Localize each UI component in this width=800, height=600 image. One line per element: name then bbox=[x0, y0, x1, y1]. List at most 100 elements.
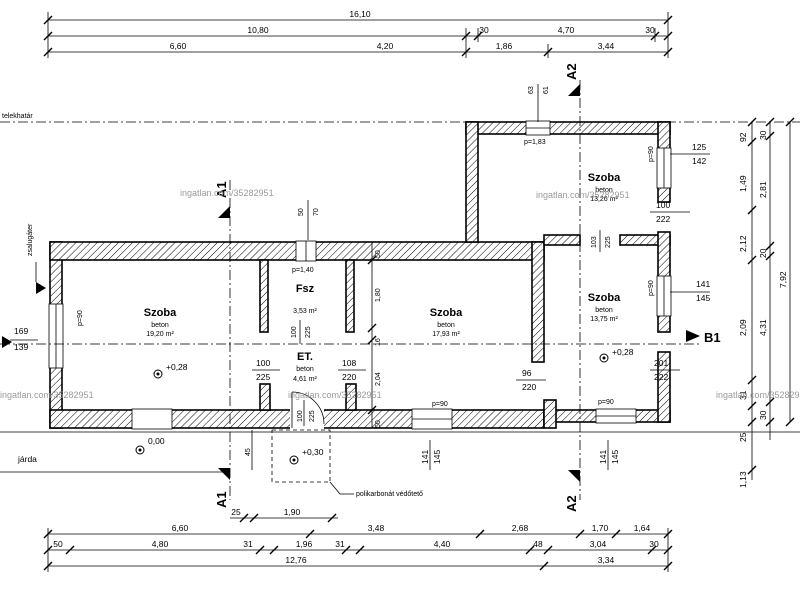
dim-bottom: 4,40 bbox=[434, 539, 451, 549]
inner-dim: 2,04 bbox=[375, 372, 382, 386]
dim-top: 3,44 bbox=[598, 41, 615, 51]
room-area: 19,20 m² bbox=[146, 331, 174, 338]
dim-right: 2,12 bbox=[738, 235, 748, 252]
section-arrow-icon bbox=[568, 84, 580, 96]
dim-bottom: 3,04 bbox=[590, 539, 607, 549]
dim-right: 92 bbox=[738, 132, 748, 142]
dim-bottom: 3,48 bbox=[368, 523, 385, 533]
dim-bottom: 1,90 bbox=[284, 507, 301, 517]
room-labels: Szoba beton 19,20 m² Fsz 3,53 m² Szoba b… bbox=[144, 172, 621, 383]
section-arrow-icon bbox=[2, 336, 12, 348]
level-value: 0,00 bbox=[148, 436, 165, 446]
bottom-dimensions: 25 1,90 6,60 3,48 2,68 1,70 1,64 50 4,80… bbox=[43, 507, 673, 572]
level-icon bbox=[153, 369, 163, 379]
opening-label: 100 bbox=[297, 410, 304, 422]
room-area: 13,75 m² bbox=[590, 316, 618, 323]
dim-right: 2,09 bbox=[738, 319, 748, 336]
room-area: 13,26 m² bbox=[590, 196, 618, 203]
level-icon bbox=[135, 445, 145, 455]
dim-bottom: 30 bbox=[649, 539, 659, 549]
level-value: +0,30 bbox=[302, 447, 324, 457]
sidewalk-label: járda bbox=[17, 454, 37, 464]
watermark-text: ingatlan.com/35282951 bbox=[0, 390, 94, 400]
opening-label: 96 bbox=[522, 368, 532, 378]
room-area: 3,53 m² bbox=[293, 308, 317, 315]
dim-bottom: 25 bbox=[231, 507, 241, 517]
dim-right: 7,92 bbox=[778, 271, 788, 288]
right-dimensions: 92 1,49 2,12 2,09 31 25 1,13 30 2,81 20 … bbox=[738, 117, 795, 488]
dim-right: 2,81 bbox=[758, 181, 768, 198]
opening-label: 125 bbox=[692, 142, 706, 152]
left-dim: 139 bbox=[14, 342, 28, 352]
opening-label: p=90 bbox=[648, 146, 655, 162]
dim-right: 1,49 bbox=[738, 175, 748, 192]
dim-bottom: 1,70 bbox=[592, 523, 609, 533]
level-value: +0,28 bbox=[166, 362, 188, 372]
opening-label: 145 bbox=[432, 450, 442, 464]
dim-right: 4,31 bbox=[758, 319, 768, 336]
shutter-label: zsalugáter bbox=[27, 223, 34, 256]
opening-label: 100 bbox=[656, 200, 670, 210]
section-a2-top: A2 bbox=[564, 63, 579, 80]
walls bbox=[49, 121, 671, 429]
watermarks: ingatlan.com/35282951 ingatlan.com/35282… bbox=[0, 188, 800, 400]
opening-label: 145 bbox=[610, 450, 620, 464]
canopy-label: polikarbonát védőtető bbox=[356, 491, 423, 498]
opening-label: 45 bbox=[245, 448, 252, 456]
dim-top: 10,80 bbox=[247, 25, 269, 35]
dim-bottom: 2,68 bbox=[512, 523, 529, 533]
opening-label: 108 bbox=[342, 358, 356, 368]
opening-label: 141 bbox=[420, 450, 430, 464]
dim-top: 30 bbox=[645, 25, 655, 35]
room-material: beton bbox=[595, 187, 613, 194]
dim-bottom: 3,34 bbox=[598, 555, 615, 565]
opening-label: 142 bbox=[692, 156, 706, 166]
dim-top: 4,20 bbox=[377, 41, 394, 51]
dim-bottom: 6,60 bbox=[172, 523, 189, 533]
dim-bottom: 48 bbox=[533, 539, 543, 549]
room-material: beton bbox=[151, 322, 169, 329]
opening-label: 145 bbox=[696, 293, 710, 303]
room-name: Szoba bbox=[588, 292, 621, 304]
opening-label: p=90 bbox=[432, 401, 448, 408]
entrance-door bbox=[290, 391, 325, 429]
section-arrow-icon bbox=[686, 330, 700, 342]
opening-label: 201 bbox=[654, 358, 668, 368]
dim-bottom: 1,96 bbox=[296, 539, 313, 549]
arrow-icon bbox=[36, 282, 46, 294]
dim-top: 6,60 bbox=[170, 41, 187, 51]
dim-top-total: 16,10 bbox=[349, 9, 371, 19]
room-material: beton bbox=[296, 366, 314, 373]
level-markers: +0,28 +0,28 0,00 +0,30 bbox=[135, 347, 634, 465]
dim-right: 31 bbox=[738, 390, 748, 400]
inner-dim: 16 bbox=[375, 338, 382, 346]
section-arrow-icon bbox=[568, 470, 580, 482]
inner-dimensions: 50 1,80 16 2,04 50 bbox=[367, 242, 382, 428]
dim-top: 30 bbox=[479, 25, 489, 35]
opening-label: 100 bbox=[291, 326, 298, 338]
section-b1: B1 bbox=[704, 330, 721, 345]
opening-label: 225 bbox=[605, 236, 612, 248]
dim-top: 1,86 bbox=[496, 41, 513, 51]
watermark-text: ingatlan.com/35282951 bbox=[716, 390, 800, 400]
dim-bottom: 4,80 bbox=[152, 539, 169, 549]
opening-label: 63 bbox=[528, 86, 535, 94]
dim-bottom: 1,64 bbox=[634, 523, 651, 533]
opening-label: 70 bbox=[313, 208, 320, 216]
section-a1-top: A1 bbox=[214, 181, 229, 198]
dim-right: 25 bbox=[738, 432, 748, 442]
dim-right: 1,13 bbox=[738, 471, 748, 488]
opening-label: p=1,40 bbox=[292, 267, 314, 274]
dim-bottom: 31 bbox=[335, 539, 345, 549]
level-icon bbox=[289, 455, 299, 465]
canopy-outline bbox=[271, 429, 331, 483]
opening-label: 220 bbox=[342, 372, 356, 382]
room-name: ET. bbox=[297, 351, 313, 363]
opening-label: 100 bbox=[256, 358, 270, 368]
dim-bottom: 31 bbox=[243, 539, 253, 549]
opening-label: p=90 bbox=[77, 310, 84, 326]
windows bbox=[48, 120, 672, 430]
room-name: Szoba bbox=[430, 307, 463, 319]
room-name: Fsz bbox=[296, 283, 315, 295]
